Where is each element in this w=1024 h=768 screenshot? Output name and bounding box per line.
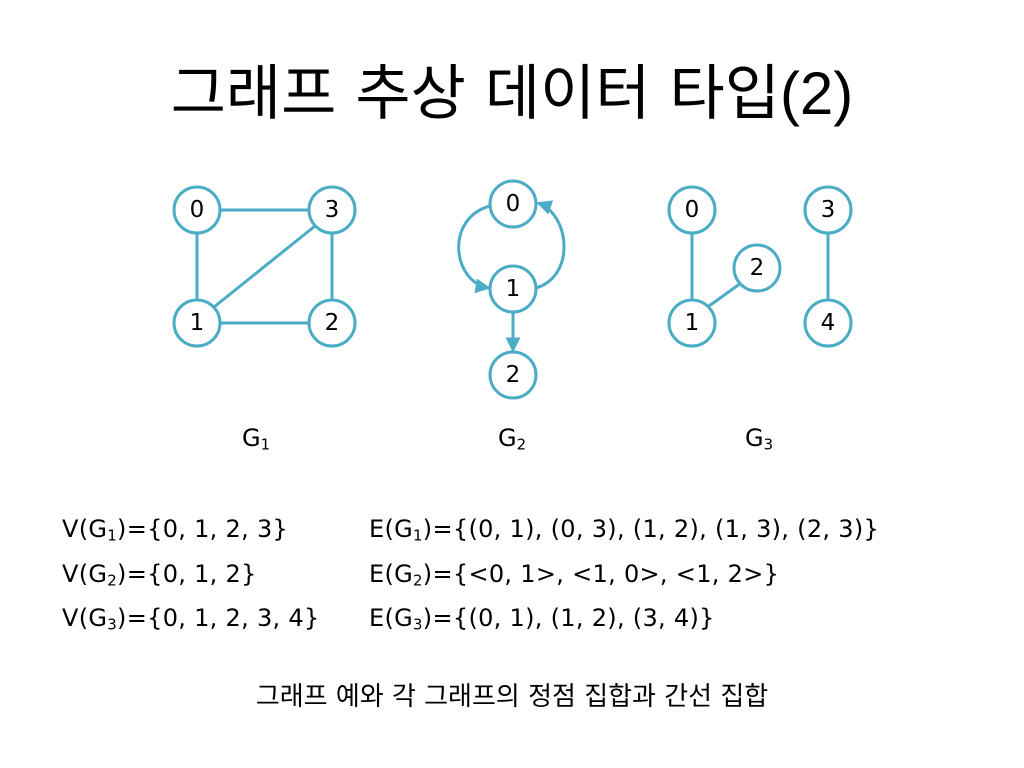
vertex-set-g3: V(G3)={0, 1, 2, 3, 4} — [62, 604, 320, 635]
title-suffix: (2) — [779, 60, 854, 127]
svg-text:3: 3 — [325, 197, 340, 223]
node-g2-2: 2 — [488, 350, 538, 400]
node-g1-2: 2 — [307, 298, 357, 348]
page-title: 그래프 추상 데이터 타입(2) — [0, 56, 1024, 132]
svg-text:1: 1 — [190, 310, 205, 336]
svg-text:0: 0 — [190, 197, 205, 223]
vertex-set-g2: V(G2)={0, 1, 2} — [62, 559, 257, 590]
edge-g3-1-2 — [708, 281, 742, 308]
node-g3-4: 4 — [803, 298, 853, 348]
figure-caption: 그래프 예와 각 그래프의 정점 집합과 간선 집합 — [255, 682, 769, 712]
svg-text:2: 2 — [750, 255, 765, 281]
graph-label-g2: G2 — [497, 424, 527, 454]
svg-text:1: 1 — [685, 310, 700, 336]
edge-set-list: E(G1)={(0, 1), (0, 3), (1, 2), (1, 3), (… — [369, 510, 879, 644]
edge-g2-0-1 — [457, 204, 491, 294]
node-g1-0: 0 — [172, 185, 222, 235]
svg-text:1: 1 — [506, 276, 521, 302]
svg-text:4: 4 — [821, 310, 836, 336]
node-g3-1: 1 — [667, 298, 717, 348]
vertex-set-g1: V(G1)={0, 1, 2, 3} — [62, 515, 289, 545]
edge-set-g1: E(G1)={(0, 1), (0, 3), (1, 2), (1, 3), (… — [369, 515, 880, 545]
edge-g2-1-0 — [535, 200, 566, 290]
node-g2-0: 0 — [488, 179, 538, 229]
svg-text:0: 0 — [506, 191, 521, 217]
node-g1-3: 3 — [307, 185, 357, 235]
node-g2-1: 1 — [488, 264, 538, 314]
svg-text:3: 3 — [821, 197, 836, 223]
title-main: 그래프 추상 데이터 타입 — [170, 59, 780, 129]
edge-set-g2: E(G2)={<0, 1>, <1, 0>, <1, 2>} — [369, 559, 780, 590]
edge-set-g3: E(G3)={(0, 1), (1, 2), (3, 4)} — [369, 604, 715, 635]
svg-text:2: 2 — [325, 310, 340, 336]
graph-g3: 0 2 1 3 4 — [667, 185, 853, 348]
graph-label-g1: G1 — [241, 424, 271, 454]
svg-text:2: 2 — [506, 362, 521, 388]
node-g3-2: 2 — [732, 243, 782, 293]
graph-g1: 0 3 1 2 — [172, 185, 357, 348]
graph-g2: 0 1 2 — [457, 179, 566, 400]
svg-text:0: 0 — [685, 197, 700, 223]
edge-g1-1-3 — [213, 224, 316, 309]
node-g3-0: 0 — [667, 185, 717, 235]
vertex-set-list: V(G1)={0, 1, 2, 3} V(G2)={0, 1, 2} V(G3)… — [62, 510, 320, 644]
node-g3-3: 3 — [803, 185, 853, 235]
graph-label-g3: G3 — [744, 424, 774, 454]
node-g1-1: 1 — [172, 298, 222, 348]
